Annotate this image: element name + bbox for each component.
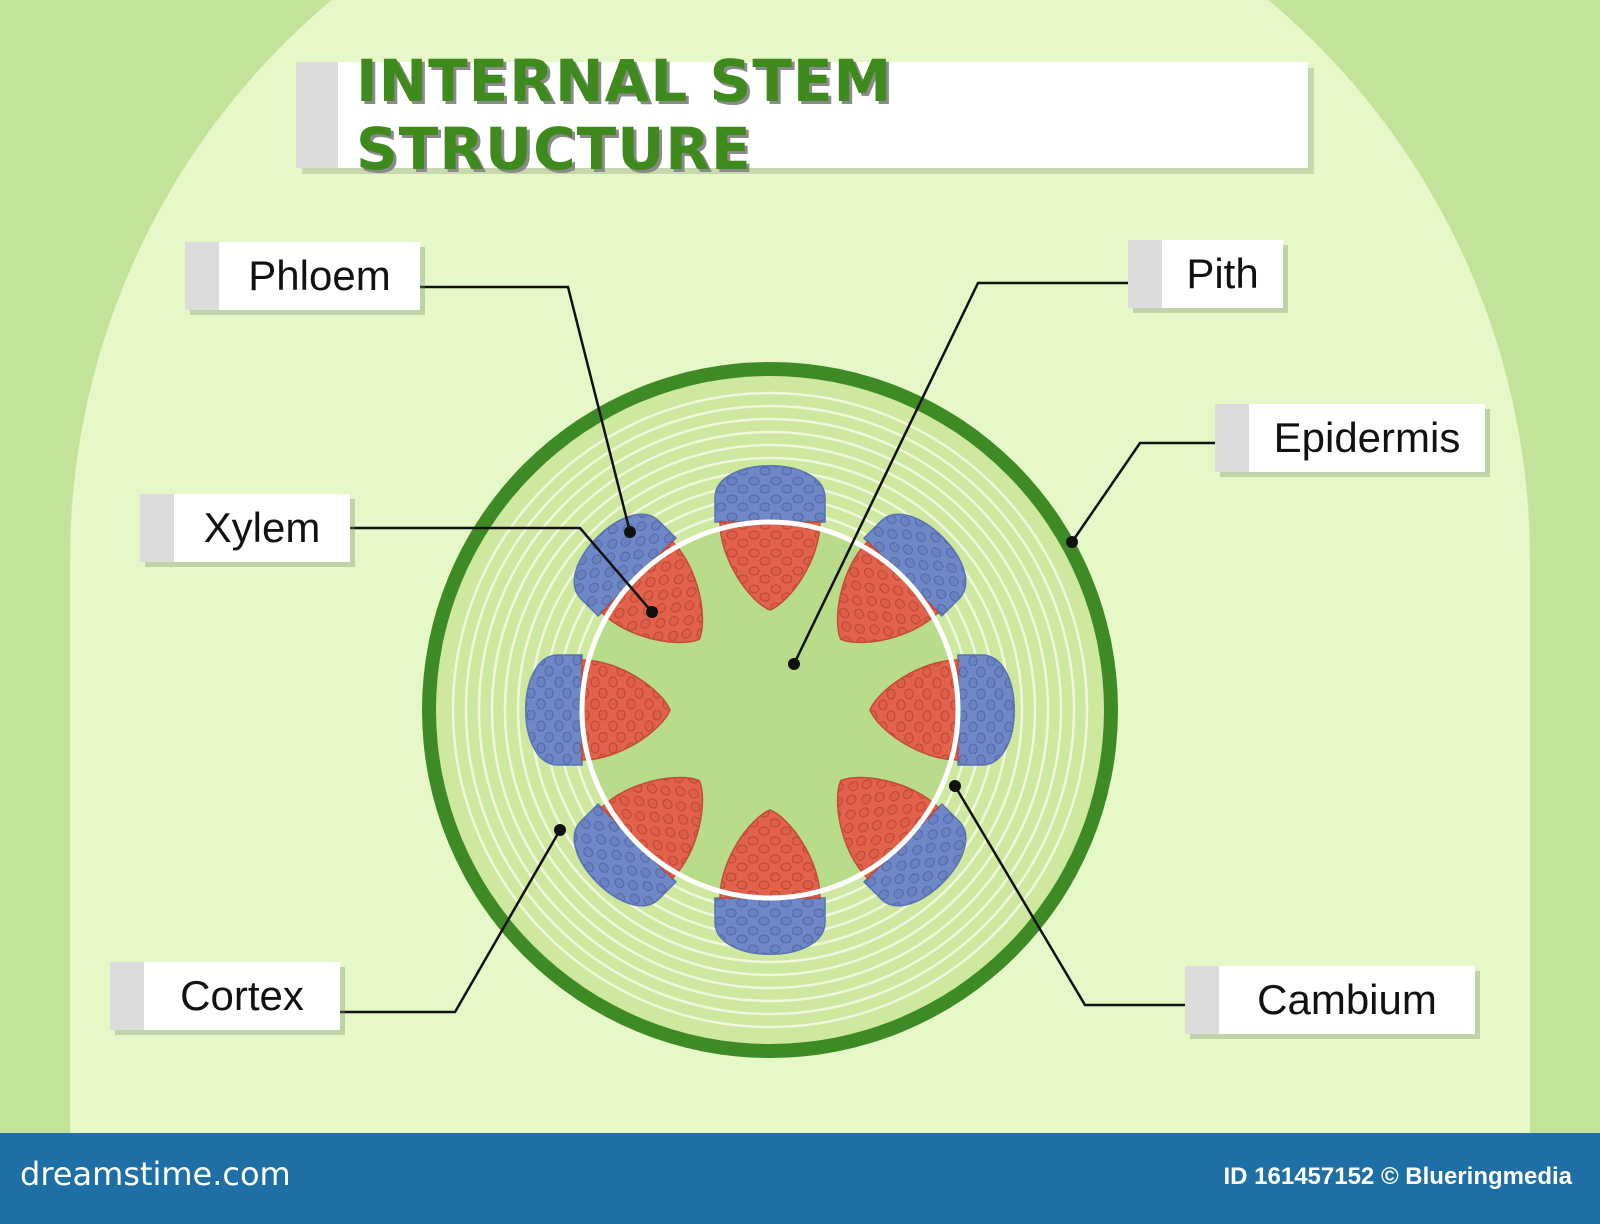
stem-cross-section <box>422 362 1118 1058</box>
label-cambium: Cambium <box>1185 966 1475 1034</box>
pith-leader <box>792 281 1128 665</box>
pith-dot <box>788 658 800 670</box>
label-xylem: Xylem <box>140 494 350 562</box>
cortex-ring-line <box>464 404 1076 1016</box>
epidermis-dot <box>1066 536 1078 548</box>
vascular-bundle <box>573 513 704 644</box>
cambium-dot <box>949 780 961 792</box>
cortex-dot <box>554 824 566 836</box>
footer-brand[interactable]: dreamstime.com <box>20 1155 291 1193</box>
label-epidermis: Epidermis <box>1215 404 1485 472</box>
label-cortex: Cortex <box>110 962 340 1030</box>
cortex-ring-line <box>503 443 1037 977</box>
diagram-stage: INTERNAL STEM STRUCTURE Phloem Xylem Cor… <box>70 0 1530 1133</box>
xylem-tissue <box>600 776 704 880</box>
leader-dots <box>554 526 1078 836</box>
phloem-tissue <box>862 802 967 907</box>
phloem-tissue <box>525 654 583 766</box>
label-cortex-text: Cortex <box>180 972 304 1019</box>
cortex-ring-line <box>490 430 1050 990</box>
xylem-tissue <box>836 776 940 880</box>
xylem-tissue <box>869 659 959 761</box>
phloem-dot <box>624 526 636 538</box>
epidermis-leader <box>1070 441 1215 543</box>
cortex-leader <box>340 829 562 1014</box>
phloem-tissue <box>714 897 826 955</box>
xylem-tissue <box>836 540 940 644</box>
vascular-bundle <box>714 809 826 955</box>
phloem-tissue <box>862 513 967 618</box>
phloem-tissue <box>573 513 678 618</box>
label-xylem-text: Xylem <box>203 504 321 551</box>
phloem-tissue <box>714 465 826 523</box>
xylem-dot <box>646 606 658 618</box>
cambium-ring <box>579 519 961 901</box>
vascular-bundle <box>525 654 671 766</box>
phloem-tissue <box>957 654 1015 766</box>
label-phloem: Phloem <box>185 242 420 310</box>
leader-lines <box>340 281 1215 1014</box>
phloem-leader <box>420 285 632 533</box>
label-pith: Pith <box>1128 240 1283 308</box>
xylem-leader <box>350 526 653 613</box>
label-cambium-text: Cambium <box>1257 976 1437 1023</box>
cortex-ring-line <box>477 417 1063 1003</box>
vascular-bundle <box>869 654 1015 766</box>
footer-credit: ID 161457152 © Blueringmedia <box>1223 1163 1572 1190</box>
title-box: INTERNAL STEM STRUCTURE <box>296 47 1308 183</box>
cortex-ring-line <box>451 391 1089 1029</box>
cambium-leader <box>953 785 1185 1007</box>
label-pith-text: Pith <box>1186 250 1259 297</box>
vascular-bundle <box>714 465 826 611</box>
vascular-bundle <box>573 776 704 907</box>
vascular-bundle <box>836 776 967 907</box>
cortex-ring-line <box>516 456 1024 964</box>
page-title: INTERNAL STEM STRUCTURE <box>356 47 893 183</box>
vascular-bundles <box>525 465 1015 955</box>
xylem-tissue <box>581 659 671 761</box>
footer-bar: dreamstime.com ID 161457152 © Blueringme… <box>0 1133 1600 1224</box>
phloem-tissue <box>573 802 678 907</box>
label-epidermis-text: Epidermis <box>1273 414 1461 461</box>
label-phloem-text: Phloem <box>248 252 391 299</box>
xylem-tissue <box>719 809 821 899</box>
xylem-tissue <box>600 540 704 644</box>
vascular-bundle <box>836 513 967 644</box>
xylem-tissue <box>719 521 821 611</box>
